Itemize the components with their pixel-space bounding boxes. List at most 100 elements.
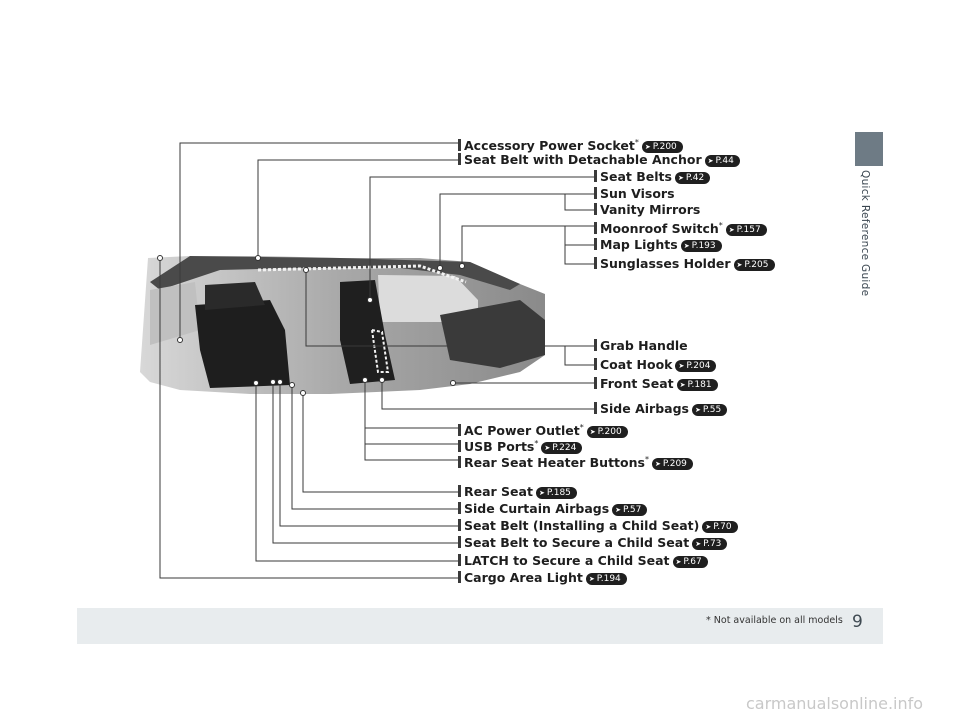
watermark: carmanualsonline.info: [746, 694, 924, 713]
label-rear-seat-heater-buttons: Rear Seat Heater Buttons*➤P.209: [458, 453, 693, 471]
leader-latch: [255, 383, 458, 562]
arrow-icon: ➤: [644, 143, 651, 152]
leader-cargo: [159, 258, 458, 579]
dot-side-airbags: [379, 377, 385, 383]
leader-side-airbags: [381, 380, 594, 410]
leader-belt-secure: [272, 382, 458, 544]
grab-handle-outline: [257, 264, 467, 284]
page-ref-link[interactable]: ➤P.67: [672, 556, 708, 568]
page-ref-link[interactable]: ➤P.44: [704, 155, 740, 167]
front-seat-shape: [340, 280, 395, 384]
dot-curtain: [289, 382, 295, 388]
arrow-icon: ➤: [679, 381, 686, 389]
leader-accessory-socket: [179, 142, 458, 340]
arrow-icon: ➤: [675, 558, 682, 566]
arrow-icon: ➤: [677, 174, 684, 182]
leader-heater: [364, 444, 458, 461]
leader-curtain: [291, 385, 458, 510]
label-sun-visors: Sun Visors: [594, 187, 675, 201]
dot-belt-secure: [270, 379, 276, 385]
dashboard-shape: [440, 300, 545, 368]
leader-seat-belt-detachable: [257, 159, 458, 258]
arrow-icon: ➤: [654, 460, 661, 469]
footer-band: [77, 608, 883, 644]
page-ref-link[interactable]: ➤P.200: [641, 141, 683, 154]
page-ref-link[interactable]: ➤P.73: [692, 538, 728, 550]
arrow-icon: ➤: [615, 506, 622, 514]
arrow-icon: ➤: [728, 226, 735, 235]
leader-dots: [157, 255, 465, 396]
label-rear-seat: Rear Seat➤P.185: [458, 485, 577, 499]
label-usb-ports: USB Ports*➤P.224: [458, 437, 583, 455]
arrow-icon: ➤: [736, 261, 743, 269]
label-seat-belt-installing-child-seat: Seat Belt (Installing a Child Seat)➤P.70: [458, 519, 738, 533]
leader-coat-hook: [564, 346, 594, 366]
arrow-icon: ➤: [707, 157, 714, 165]
dot-belt-install: [277, 379, 283, 385]
leader-usb: [364, 428, 458, 445]
dot-front-seat: [450, 380, 456, 386]
page-ref-link[interactable]: ➤P.42: [674, 172, 711, 184]
leader-moonroof: [461, 225, 594, 266]
page-ref-link[interactable]: ➤P.157: [725, 224, 767, 237]
dot-seat-belt-detachable: [255, 255, 261, 261]
page-ref-link[interactable]: ➤P.200: [586, 426, 628, 439]
leader-sun-visors: [439, 193, 594, 268]
leader-lines: [159, 142, 594, 579]
dot-grab-handle: [303, 267, 309, 273]
leader-grab-handle: [305, 270, 594, 347]
page-ref-link[interactable]: ➤P.193: [680, 240, 722, 252]
label-seat-belts: Seat Belts➤P.42: [594, 170, 711, 184]
rear-seat-back: [205, 282, 265, 310]
rear-window: [150, 282, 200, 345]
arrow-icon: ➤: [683, 242, 690, 250]
arrow-icon: ➤: [705, 523, 712, 531]
page-ref-link[interactable]: ➤P.70: [702, 521, 738, 533]
page-ref-link[interactable]: ➤P.224: [541, 442, 583, 455]
page-ref-link[interactable]: ➤P.57: [612, 504, 648, 516]
label-coat-hook: Coat Hook➤P.204: [594, 358, 717, 372]
page-ref-link[interactable]: ➤P.185: [535, 487, 577, 499]
arrow-icon: ➤: [678, 362, 685, 370]
roof-liner: [150, 256, 520, 290]
dot-seat-belts: [367, 297, 373, 303]
footnote: * Not available on all models: [706, 615, 843, 626]
arrow-icon: ➤: [694, 406, 701, 414]
dot-ac-outlet: [362, 377, 368, 383]
dot-latch: [253, 380, 259, 386]
leader-sunglasses: [564, 245, 594, 265]
rear-seat-shape: [195, 300, 290, 388]
arrow-icon: ➤: [544, 444, 551, 453]
leader-belt-install: [279, 382, 458, 527]
side-airbag-outline: [370, 328, 390, 373]
page-ref-link[interactable]: ➤P.209: [651, 458, 693, 471]
label-ac-power-outlet: AC Power Outlet*➤P.200: [458, 421, 628, 439]
leader-map-lights: [564, 226, 594, 246]
leader-rear-seat: [302, 393, 458, 493]
page-ref-link[interactable]: ➤P.194: [585, 573, 627, 585]
page-ref-link[interactable]: ➤P.204: [675, 360, 717, 372]
dot-sun-visors: [437, 265, 443, 271]
label-map-lights: Map Lights➤P.193: [594, 238, 722, 252]
label-vanity-mirrors: Vanity Mirrors: [594, 203, 700, 217]
sidebar-tab: [855, 132, 883, 166]
label-front-seat: Front Seat➤P.181: [594, 377, 718, 391]
label-moonroof-switch: Moonroof Switch*➤P.157: [594, 219, 767, 237]
label-sunglasses-holder: Sunglasses Holder➤P.205: [594, 257, 775, 271]
page-ref-link[interactable]: ➤P.181: [676, 379, 718, 391]
arrow-icon: ➤: [589, 428, 596, 437]
arrow-icon: ➤: [695, 540, 702, 548]
label-cargo-area-light: Cargo Area Light➤P.194: [458, 571, 627, 585]
dot-rear-seat: [300, 390, 306, 396]
dot-moonroof: [459, 263, 465, 269]
page-ref-link[interactable]: ➤P.55: [691, 404, 728, 416]
label-latch-secure-child-seat: LATCH to Secure a Child Seat➤P.67: [458, 554, 708, 568]
page-ref-link[interactable]: ➤P.205: [733, 259, 775, 271]
side-window: [378, 275, 478, 322]
dot-accessory-socket: [177, 337, 183, 343]
arrow-icon: ➤: [538, 489, 545, 497]
arrow-icon: ➤: [588, 575, 595, 583]
label-side-airbags: Side Airbags➤P.55: [594, 402, 728, 416]
label-grab-handle: Grab Handle: [594, 339, 688, 353]
